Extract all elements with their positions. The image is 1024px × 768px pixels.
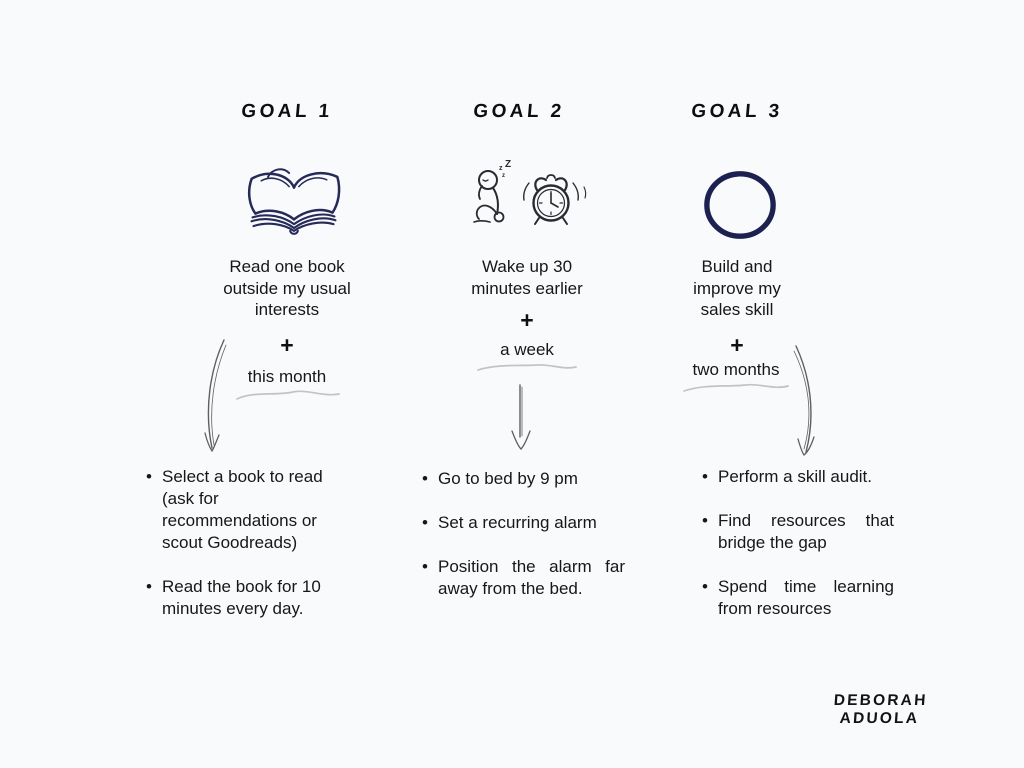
goal-2-plus-sign: +	[520, 307, 534, 333]
goal-1-header: GOAL 1	[240, 101, 334, 122]
list-item: Find resources that bridge the gap	[700, 510, 894, 554]
goal-1-plus-sign: +	[280, 332, 294, 358]
goal-3-header: GOAL 3	[690, 101, 784, 122]
sleepy-person-and-alarm-clock-icon: z Z z	[473, 159, 587, 225]
author-signature: DEBORAH ADUOLA	[833, 692, 929, 727]
goal-1-description: Read one book outside my usual interests	[223, 257, 351, 319]
svg-text:z: z	[502, 173, 505, 179]
squiggle-underline-icon	[683, 383, 789, 392]
list-item: Spend time learning from resources	[700, 576, 894, 620]
goal-1-action-list: Select a book to read (ask for recommend…	[144, 466, 342, 642]
squiggle-underline-icon	[477, 364, 577, 371]
open-book-icon	[247, 168, 341, 235]
goal-3-action-list: Perform a skill audit. Find resources th…	[700, 466, 894, 642]
list-item: Select a book to read (ask for recommend…	[144, 466, 342, 554]
list-item: Perform a skill audit.	[700, 466, 894, 488]
goal-2-timeframe: a week	[500, 340, 554, 359]
squiggle-underline-icon	[236, 390, 340, 400]
goal-3-plus-sign: +	[730, 332, 744, 358]
goal-2-description: Wake up 30 minutes earlier	[471, 257, 583, 298]
list-item: Set a recurring alarm	[420, 512, 625, 534]
hand-drawn-circle-icon	[704, 171, 776, 239]
straight-down-arrow-icon	[511, 384, 531, 450]
goal-3-description: Build and improve my sales skill	[693, 257, 781, 319]
goal-2-action-list: Go to bed by 9 pm Set a recurring alarm …	[420, 468, 625, 622]
list-item: Go to bed by 9 pm	[420, 468, 625, 490]
svg-text:z: z	[499, 165, 503, 172]
curved-down-arrow-icon	[793, 345, 815, 456]
goal-3-timeframe: two months	[692, 360, 780, 379]
svg-text:Z: Z	[505, 159, 511, 170]
goal-1-timeframe: this month	[247, 367, 327, 386]
list-item: Read the book for 10 minutes every day.	[144, 576, 342, 620]
goal-2-header: GOAL 2	[472, 101, 566, 122]
list-item: Position the alarm far away from the bed…	[420, 556, 625, 600]
curved-down-arrow-icon	[204, 339, 227, 452]
